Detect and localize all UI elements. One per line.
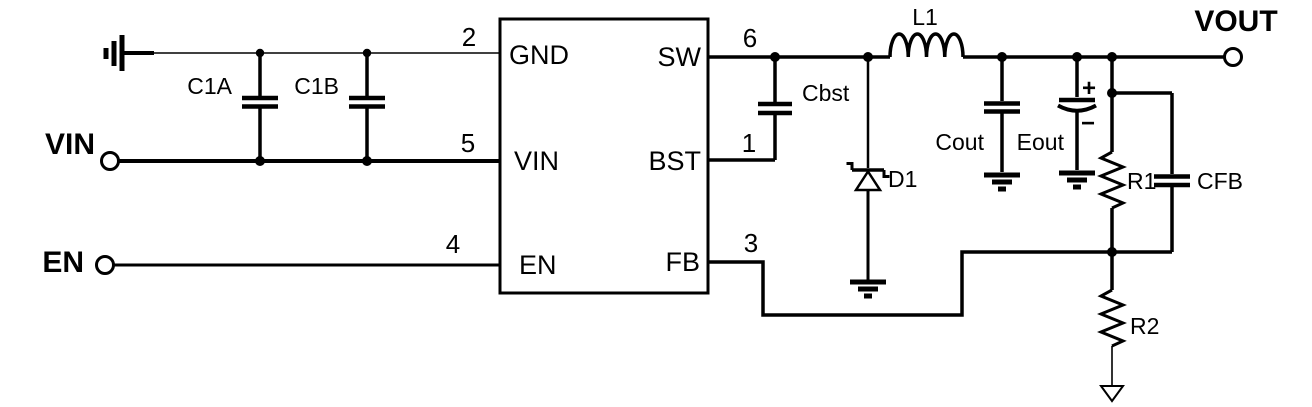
c1a-label: C1A bbox=[187, 73, 232, 99]
c1b-label: C1B bbox=[294, 73, 339, 99]
cout-label: Cout bbox=[935, 129, 984, 155]
pin-number-6: 6 bbox=[743, 23, 757, 53]
diode-d1 bbox=[846, 57, 890, 280]
r2-ground-arrow bbox=[1099, 385, 1125, 403]
resistor-r2 bbox=[1097, 252, 1127, 385]
ic-pin-fb-label: FB bbox=[665, 247, 700, 277]
ic-pin-gnd-label: GND bbox=[509, 40, 569, 70]
capacitor-cfb bbox=[1154, 93, 1190, 252]
cout-ground-symbol bbox=[984, 172, 1020, 192]
capacitor-c1b bbox=[349, 53, 385, 161]
vin-terminal bbox=[100, 151, 120, 171]
capacitor-c1a bbox=[242, 53, 278, 161]
pin-number-1: 1 bbox=[742, 128, 756, 158]
eout-minus-sign: − bbox=[1081, 110, 1095, 137]
cfb-label: CFB bbox=[1197, 168, 1243, 194]
d1-label: D1 bbox=[888, 166, 917, 192]
pin-number-5: 5 bbox=[461, 128, 475, 158]
ic-pin-en-label: EN bbox=[519, 250, 557, 280]
pin-number-4: 4 bbox=[446, 229, 460, 259]
en-terminal bbox=[95, 255, 115, 275]
capacitor-eout bbox=[1057, 57, 1097, 170]
resistor-r1 bbox=[1097, 93, 1127, 252]
l1-label: L1 bbox=[912, 4, 938, 30]
capacitor-cbst bbox=[708, 57, 792, 162]
ic-pin-sw-label: SW bbox=[658, 42, 702, 72]
r2-label: R2 bbox=[1130, 313, 1159, 339]
eout-label: Eout bbox=[1017, 129, 1065, 155]
ic-body bbox=[498, 17, 710, 295]
vin-terminal-label: VIN bbox=[45, 128, 95, 161]
ic-pin-bst-label: BST bbox=[648, 146, 701, 176]
vout-terminal bbox=[1223, 47, 1243, 67]
eout-plus-sign: + bbox=[1082, 75, 1096, 102]
en-terminal-label: EN bbox=[42, 246, 84, 279]
inductor-l1 bbox=[888, 32, 965, 58]
cbst-label: Cbst bbox=[802, 80, 850, 106]
eout-ground-symbol bbox=[1059, 170, 1095, 190]
r1-label: R1 bbox=[1127, 168, 1156, 194]
vout-terminal-label: VOUT bbox=[1194, 5, 1277, 38]
ic-pin-vin-label: VIN bbox=[514, 146, 559, 176]
wire-fb bbox=[708, 250, 1112, 317]
input-ground-symbol bbox=[103, 35, 154, 71]
pin-number-3: 3 bbox=[744, 228, 758, 258]
pin-number-2: 2 bbox=[462, 22, 476, 52]
capacitor-cout bbox=[984, 57, 1020, 172]
d1-ground-symbol bbox=[850, 279, 886, 299]
